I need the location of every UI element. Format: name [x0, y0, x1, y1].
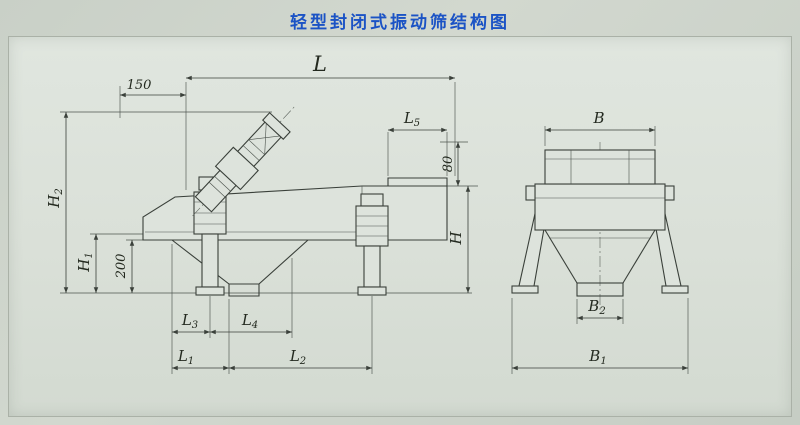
- side-view: [142, 106, 448, 297]
- feed-chute: [192, 106, 296, 217]
- front-body: [534, 183, 666, 231]
- label-H1: H1: [75, 252, 95, 272]
- label-L5: L5: [403, 109, 420, 129]
- label-L1: L1: [177, 347, 194, 367]
- page-title: 轻型封闭式振动筛结构图: [290, 13, 510, 33]
- label-150: 150: [127, 78, 152, 93]
- discharge-hopper: [171, 239, 309, 297]
- dimension-labels: L 150 L5 80 H2 H1 200 H L3 L4 L1 L2 B B2…: [45, 52, 607, 367]
- front-lid: [544, 149, 656, 185]
- right-ear: [664, 185, 675, 201]
- label-200: 200: [114, 254, 129, 280]
- label-L2: L2: [289, 347, 306, 367]
- label-H: H: [447, 231, 465, 246]
- front-view: [511, 142, 689, 314]
- label-L: L: [312, 52, 327, 76]
- screen-body: [142, 177, 448, 241]
- dimension-lines: [63, 75, 688, 371]
- vibrator-motor: [214, 146, 259, 191]
- chute-end-flange: [261, 112, 291, 140]
- label-L3: L3: [181, 311, 198, 331]
- label-B: B: [592, 109, 604, 127]
- extension-lines: [60, 82, 689, 374]
- front-hopper: [544, 229, 656, 297]
- label-L4: L4: [241, 311, 258, 331]
- left-ear: [525, 185, 536, 201]
- label-80: 80: [441, 156, 456, 173]
- label-B1: B1: [588, 347, 606, 367]
- label-B2: B2: [587, 297, 605, 317]
- label-H2: H2: [45, 188, 65, 208]
- right-spring-support: [355, 193, 389, 296]
